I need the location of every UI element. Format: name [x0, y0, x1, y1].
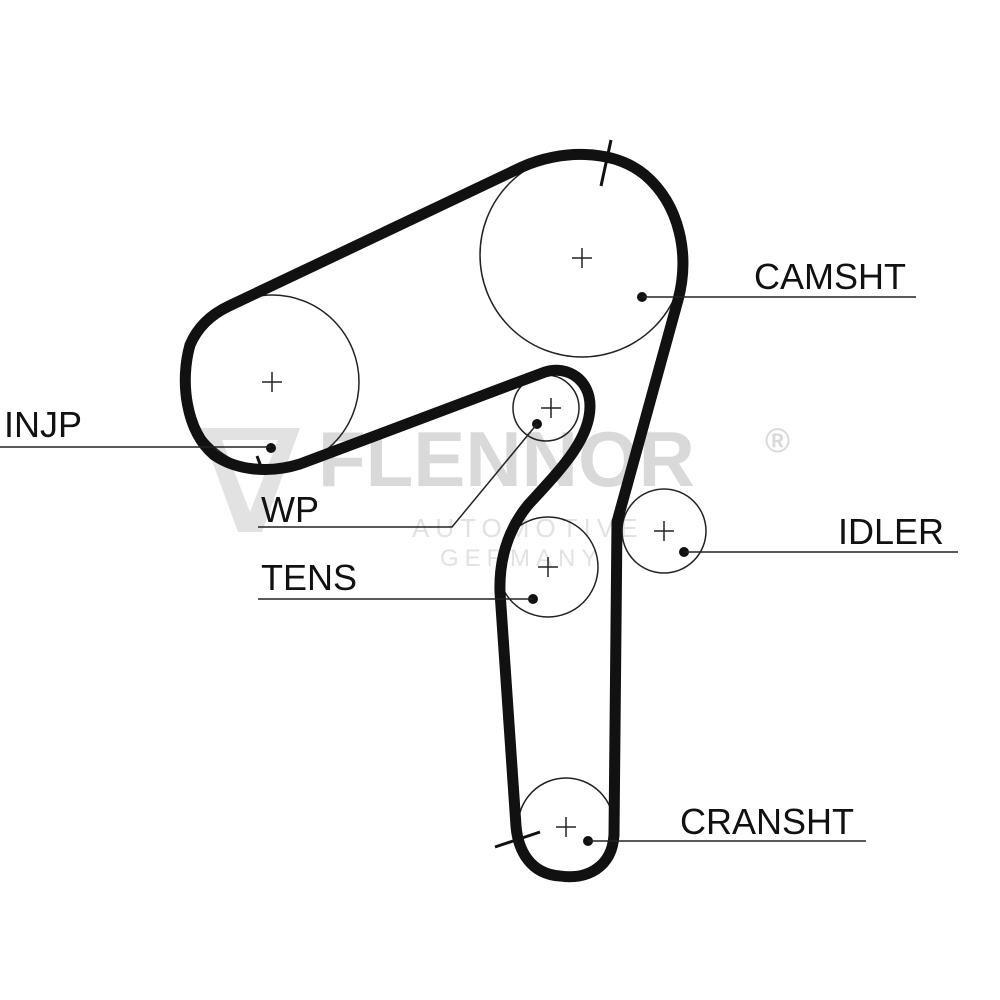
label-water-pump: WP: [261, 489, 319, 530]
watermark-line2: GERMANY: [440, 545, 603, 572]
camshaft-timing-mark: [599, 139, 613, 187]
watermark-registered: ®: [765, 422, 790, 460]
label-crankshaft: CRANSHT: [680, 801, 854, 842]
label-camshaft: CAMSHT: [754, 256, 906, 297]
label-idler: IDLER: [838, 511, 944, 552]
label-tensioner: TENS: [261, 557, 357, 598]
wp-leader: [258, 419, 542, 528]
injp-timing-mark: [255, 455, 265, 473]
idler-leader: [679, 547, 958, 557]
label-injection-pump: INJP: [4, 404, 82, 445]
timing-belt: [179, 149, 689, 883]
cranshft-leader: [583, 836, 866, 846]
crankshaft-timing-mark: [494, 830, 541, 849]
watermark-line1: AUTOMOTIVE: [412, 513, 643, 543]
watermark-logo-mark: [200, 428, 300, 532]
camshaft-leader: [637, 292, 916, 302]
tens-leader: [258, 594, 538, 604]
injp-leader: [0, 443, 276, 453]
